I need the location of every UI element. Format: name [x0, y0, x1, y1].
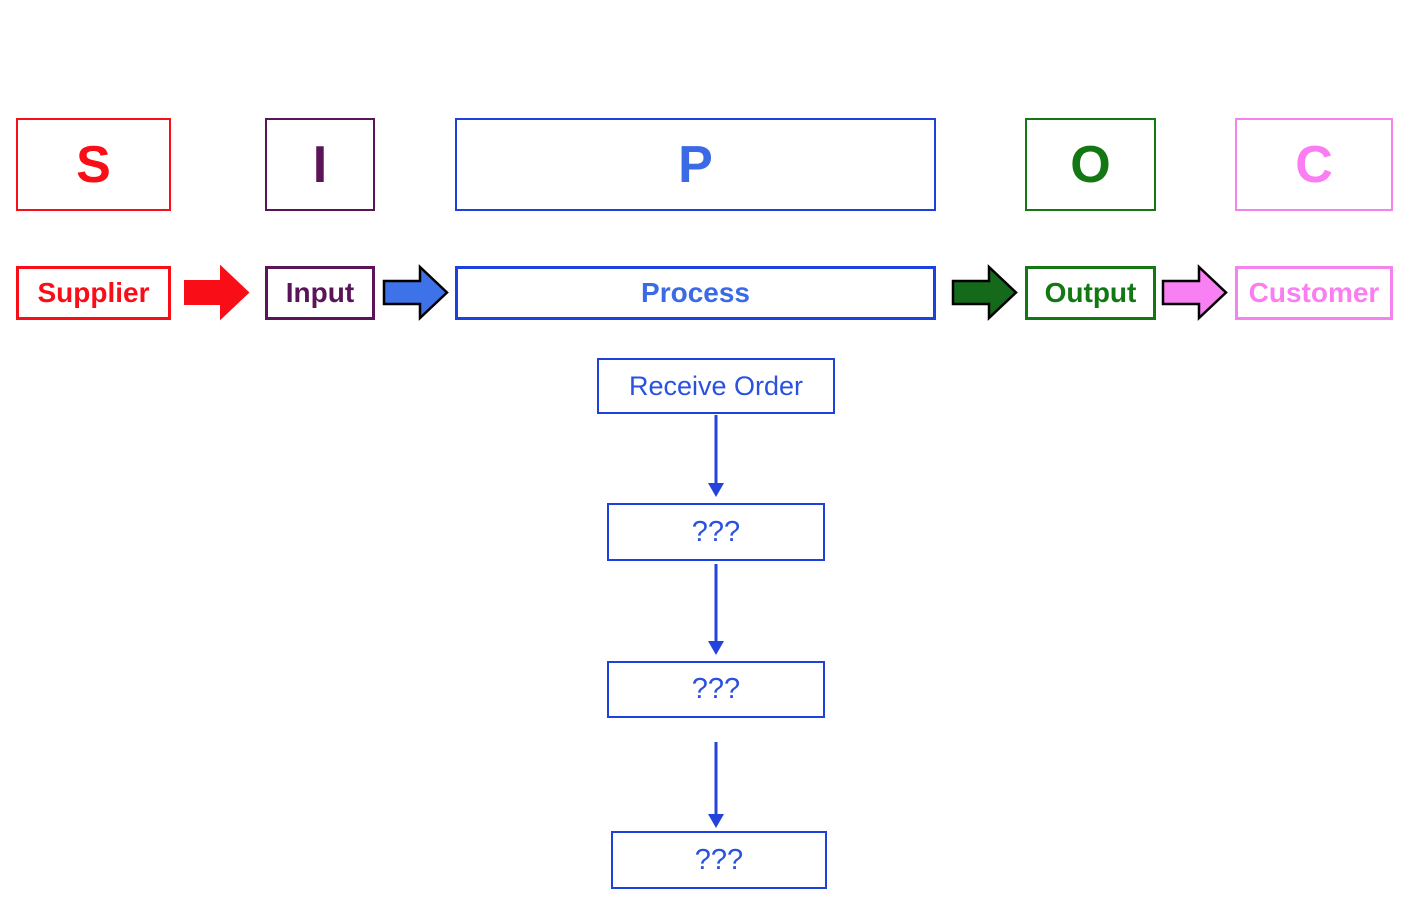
letter-p-text: P — [678, 135, 713, 194]
letter-o-text: O — [1070, 135, 1111, 194]
arrow-output-to-customer-icon — [1161, 264, 1228, 321]
connector-arrow-down-3-icon — [708, 742, 724, 828]
letter-box-supplier: S — [16, 118, 171, 211]
supplier-label: Supplier — [37, 277, 150, 308]
process-step-2-text: ??? — [691, 515, 741, 548]
process-step-unknown-2: ??? — [607, 661, 825, 718]
process-step-unknown-3: ??? — [611, 831, 827, 889]
connector-arrow-down-2-icon — [708, 564, 724, 655]
process-step-1-text: Receive Order — [628, 370, 804, 401]
customer-label: Customer — [1248, 277, 1380, 308]
process-step-unknown-1: ??? — [607, 503, 825, 561]
arrow-supplier-to-input-icon — [184, 264, 250, 321]
letter-box-process: P — [455, 118, 936, 211]
process-step-3-text: ??? — [691, 673, 741, 705]
output-label: Output — [1044, 277, 1137, 308]
letter-i-text: I — [312, 135, 328, 194]
process-step-receive-order: Receive Order — [597, 358, 835, 414]
label-box-process: Process — [455, 266, 936, 320]
arrow-input-to-process-icon — [382, 264, 449, 321]
letter-s-text: S — [76, 135, 111, 194]
arrow-process-to-output-icon — [951, 264, 1018, 321]
letter-c-text: C — [1295, 135, 1333, 194]
label-box-output: Output — [1025, 266, 1156, 320]
letter-box-customer: C — [1235, 118, 1393, 211]
letter-box-output: O — [1025, 118, 1156, 211]
label-box-customer: Customer — [1235, 266, 1393, 320]
label-box-input: Input — [265, 266, 375, 320]
label-box-supplier: Supplier — [16, 266, 171, 320]
process-label: Process — [641, 277, 750, 308]
process-step-4-text: ??? — [694, 843, 744, 876]
connector-arrow-down-1-icon — [708, 415, 724, 497]
letter-box-input: I — [265, 118, 375, 211]
input-label: Input — [285, 277, 355, 308]
